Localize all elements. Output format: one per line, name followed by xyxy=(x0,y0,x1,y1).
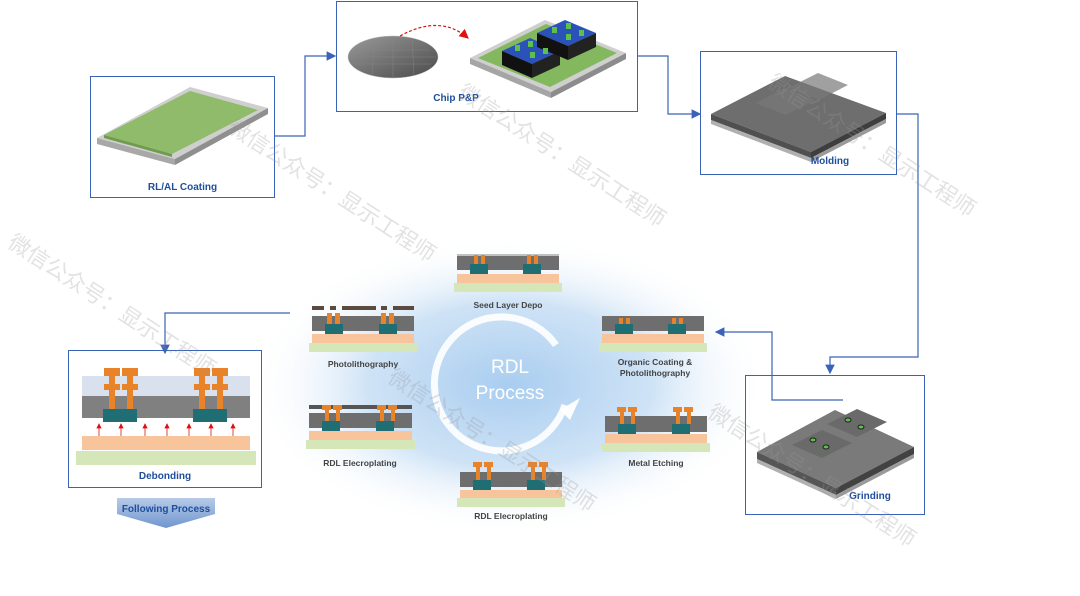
label-grinding: Grinding xyxy=(849,491,891,502)
following-process-arrow xyxy=(117,498,215,528)
molding-illustration xyxy=(711,73,886,162)
step-box-chip-pp xyxy=(336,1,638,112)
rdl-title-line1: RDL xyxy=(490,357,529,378)
rdl-electroplating-left-illustration xyxy=(306,405,415,449)
label-debonding: Debonding xyxy=(138,471,192,482)
arrow-molding-to-grinding xyxy=(825,113,919,375)
label-organic-line2: Photolithography xyxy=(619,368,691,378)
rdl-organic-coating-illustration xyxy=(599,316,707,352)
flow-arrows xyxy=(160,51,919,401)
rdl-glow xyxy=(250,235,770,535)
step-box-grinding xyxy=(745,375,925,515)
label-rdl-electroplating-left: RDL Elecroplating xyxy=(323,458,397,468)
label-photolithography: Photolithography xyxy=(327,359,399,369)
label-chip-pp: Chip P&P xyxy=(433,93,479,104)
label-organic-line1: Organic Coating & xyxy=(617,357,693,367)
rdl-seed-layer-illustration xyxy=(454,254,562,292)
rdl-cycle-arrow xyxy=(430,313,580,455)
step-box-rl-al-coating xyxy=(90,76,275,198)
label-metal-etching: Metal Etching xyxy=(628,458,684,468)
rl-al-coating-illustration xyxy=(97,87,268,165)
debonding-illustration xyxy=(76,368,256,465)
label-molding: Molding xyxy=(810,156,850,167)
rdl-title-line2: Process xyxy=(475,383,545,404)
arrow-rdl-to-debonding xyxy=(160,312,290,355)
rdl-metal-etching-illustration xyxy=(602,407,710,452)
rdl-electroplating-bottom-illustration xyxy=(457,462,565,507)
label-rl-al-coating: RL/AL Coating xyxy=(147,182,218,193)
label-rdl-electroplating-bottom: RDL Elecroplating xyxy=(474,511,548,521)
label-following-process: Following Process xyxy=(121,504,211,515)
chip-pp-illustration xyxy=(347,20,626,98)
step-box-molding xyxy=(700,51,897,175)
arrow-chip-to-molding xyxy=(637,55,702,119)
grinding-illustration xyxy=(757,409,914,499)
label-seed-layer-depo: Seed Layer Depo xyxy=(473,300,543,310)
rdl-center-title: RDL Process xyxy=(450,355,570,407)
arrow-grinding-to-rdl xyxy=(714,327,843,401)
label-organic-coating: Organic Coating & Photolithography xyxy=(590,357,720,379)
pick-place-arrow xyxy=(399,24,469,39)
arrow-rl-to-chip xyxy=(274,51,337,137)
step-box-debonding xyxy=(68,350,262,488)
rdl-photolithography-illustration xyxy=(309,306,417,352)
